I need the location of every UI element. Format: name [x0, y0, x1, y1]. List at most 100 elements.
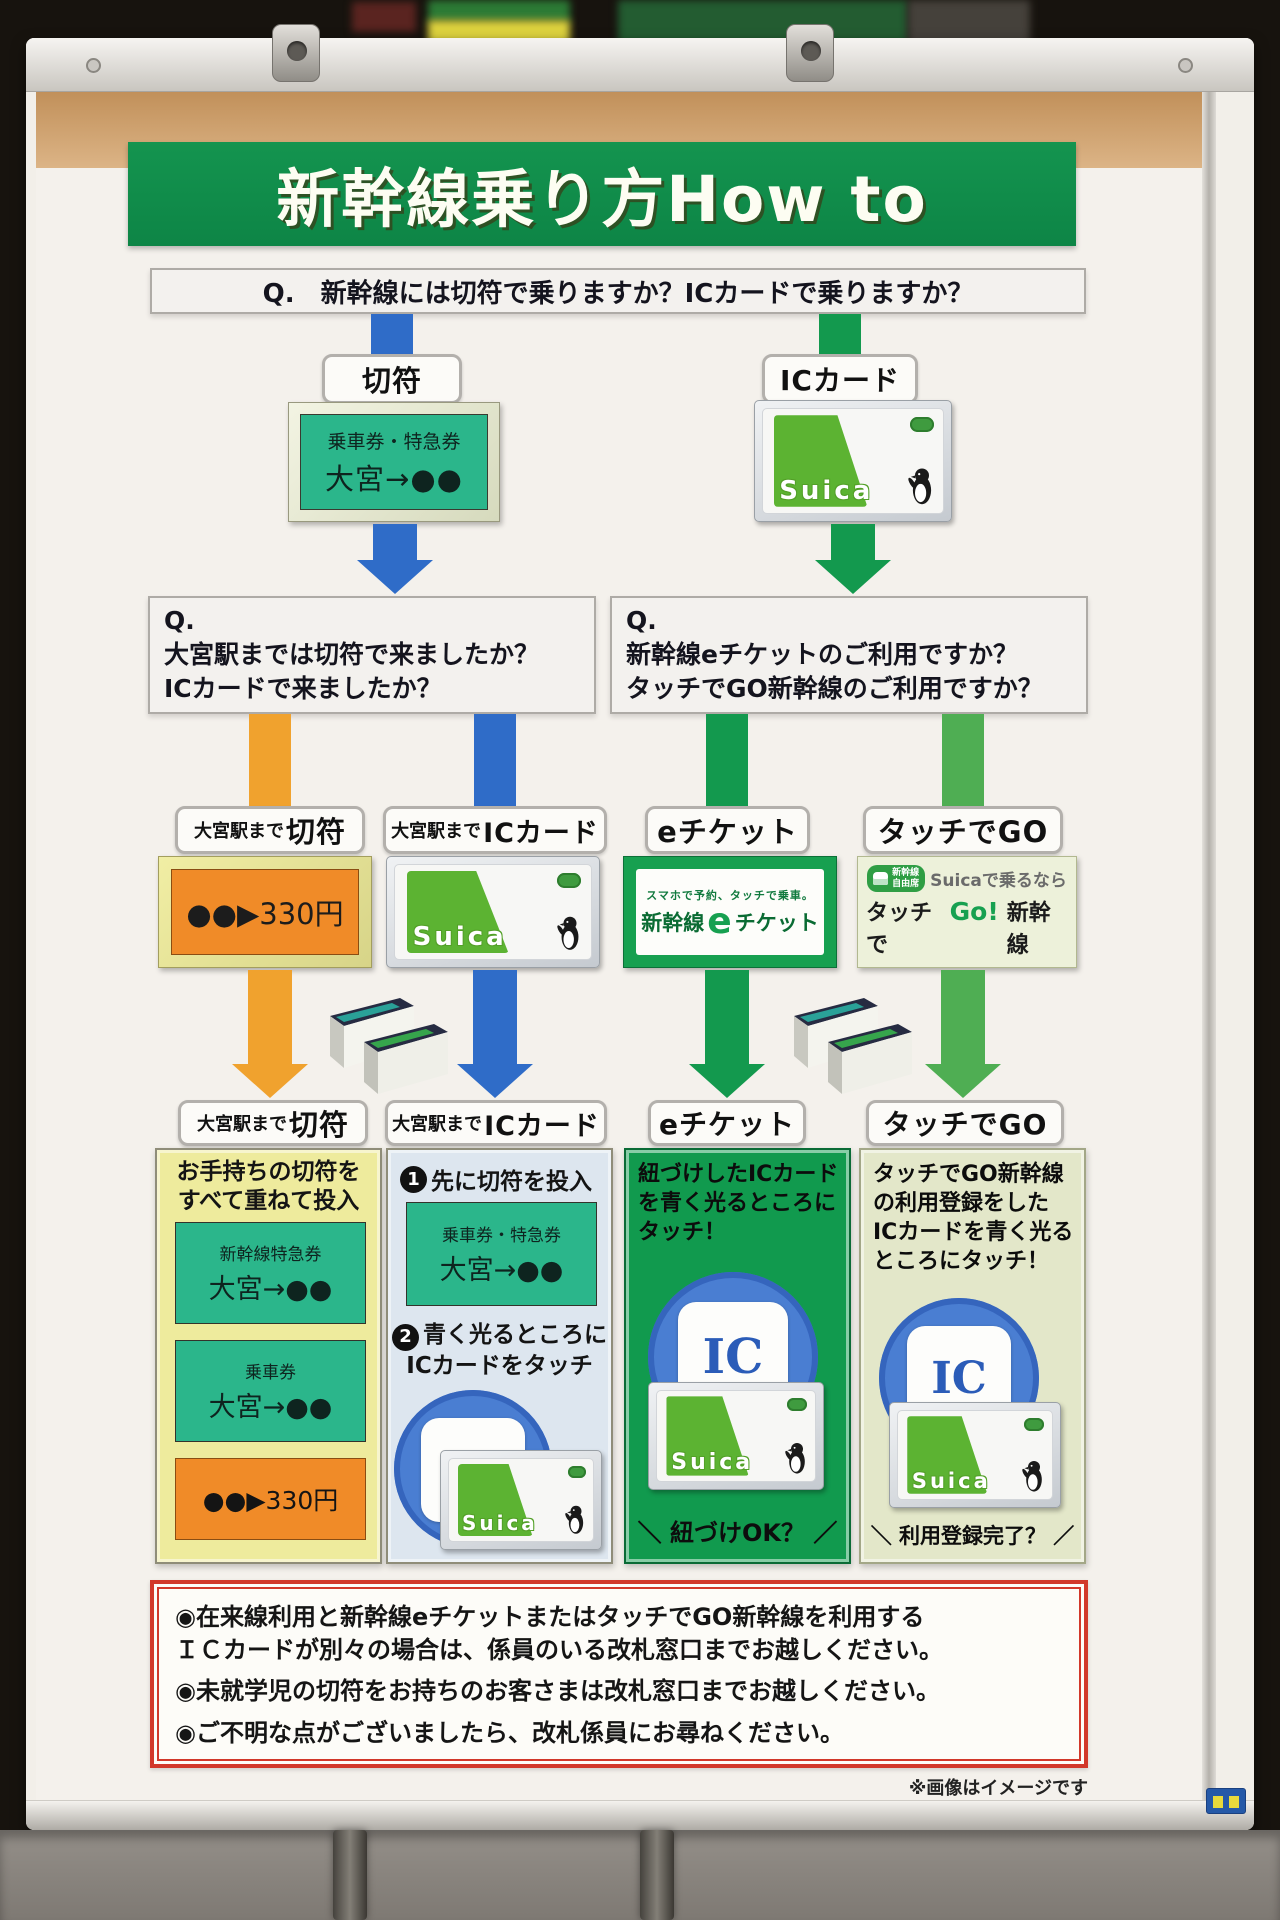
- pill-main: タッチでGO: [882, 1108, 1048, 1141]
- poster-title-bar: 新幹線乗り方How to: [128, 142, 1076, 246]
- board-screw: [1178, 58, 1193, 73]
- board-screw: [86, 58, 101, 73]
- suica-card: Suica: [889, 1402, 1061, 1508]
- pill-main: eチケット: [657, 815, 798, 849]
- inventory-tag: [1206, 1788, 1246, 1814]
- ticket-type: 乗車券・特急券: [327, 430, 461, 453]
- text-line4: ところにタッチ！: [873, 1249, 1050, 1275]
- suica-penguin-icon: [784, 1442, 805, 1474]
- badge-line2: 自由席: [892, 878, 920, 889]
- flow-stub-omiya-ticket: [249, 714, 291, 806]
- branch-pill-touchgo: タッチでGO: [863, 806, 1063, 854]
- badge-line1: 新幹線: [892, 868, 920, 879]
- result-touchgo-confirm: ＼ 利用登録完了？ ／: [870, 1524, 1075, 1548]
- ticket-card-face: 乗車券・特急券 大宮→●●: [300, 414, 488, 510]
- text-line3: タッチ！: [638, 1220, 727, 1246]
- question-2-left-box: Q. 大宮駅までは切符で来ましたか？ ICカードで来ましたか？: [148, 596, 596, 714]
- text-line2: の利用登録をした: [873, 1191, 1050, 1217]
- arrow-shaft: [941, 970, 985, 1066]
- suica-card-face: Suica: [656, 1390, 816, 1482]
- arrow-head: [357, 560, 433, 594]
- flow-arrow-ic: [815, 524, 891, 594]
- arrow-shaft: [248, 970, 292, 1066]
- train-icon: [873, 872, 889, 885]
- result-ticket-1: 新幹線特急券 大宮→●●: [175, 1222, 366, 1324]
- notice-item1-line2: ＩＣカードが別々の場合は、係員のいる改札窓口までお越しください。: [175, 1635, 943, 1664]
- suica-card: Suica: [440, 1450, 602, 1550]
- notice-item3: ◉ご不明な点がございましたら、改札係員にお尋ねください。: [175, 1718, 844, 1747]
- text-line1: タッチでGO新幹線: [873, 1162, 1064, 1187]
- ticket-gate-illustration: [794, 998, 912, 1094]
- question-2-right-line1: 新幹線eチケットのご利用ですか？: [626, 639, 1018, 669]
- suica-card-face: Suica: [897, 1410, 1053, 1500]
- flow-arrow-omiya-ic: [457, 970, 533, 1098]
- result-eticket-text: 紐づけしたICカード を青く光るところに タッチ！: [638, 1160, 838, 1247]
- step-number-badge: 2: [392, 1323, 419, 1351]
- fare-ticket-text: ●●▶330円: [171, 869, 359, 955]
- question-2-left-line2: ICカードで来ましたか？: [164, 673, 442, 703]
- branch-pill-ic: ICカード: [762, 354, 918, 404]
- arrow-shaft: [473, 970, 517, 1066]
- arrow-head: [457, 1064, 533, 1098]
- result-pill-touchgo: タッチでGO: [866, 1100, 1064, 1146]
- window-glow: [618, 0, 908, 44]
- board-top-rail: [26, 38, 1254, 92]
- arrow-head: [815, 560, 891, 594]
- flow-arrow-eticket: [689, 970, 765, 1098]
- suica-logo-icon: [557, 872, 582, 888]
- step-text: 青く光るところに: [423, 1322, 607, 1348]
- suica-card: Suica: [386, 856, 600, 968]
- arrow-head: [925, 1064, 1001, 1098]
- question-2-right-box: Q. 新幹線eチケットのご利用ですか？ タッチでGO新幹線のご利用ですか？: [610, 596, 1088, 714]
- green-sign: [428, 0, 570, 22]
- fare-ticket-card: ●●▶330円: [158, 856, 372, 968]
- touchgo-go-text: Go!: [949, 896, 999, 926]
- red-sign-glow: [352, 2, 416, 32]
- flow-stub-ticket: [371, 314, 413, 356]
- stand-leg: [333, 1830, 367, 1920]
- notice-item2: ◉未就学児の切符をお持ちのお客さまは改札窓口までお越しください。: [175, 1677, 940, 1706]
- branch-pill-eticket: eチケット: [645, 806, 810, 854]
- branch-pill-omiya-ic: 大宮駅まで ICカード: [383, 806, 607, 854]
- arrow-shaft: [705, 970, 749, 1066]
- arrow-head: [232, 1064, 308, 1098]
- suica-logo-icon: [910, 417, 934, 433]
- ticket-gate-illustration: [330, 998, 448, 1094]
- ticket-type: 新幹線特急券: [219, 1245, 322, 1265]
- heading-line2: すべて重ねて投入: [177, 1188, 360, 1215]
- result-touchgo-text: タッチでGO新幹線 の利用登録をした ICカードを青く光る ところにタッチ！: [873, 1160, 1073, 1276]
- flow-stub-eticket: [706, 714, 748, 806]
- arrow-shaft: [831, 524, 875, 562]
- result-pill-omiya-ticket: 大宮駅まで 切符: [178, 1100, 368, 1146]
- pill-main: 切符: [285, 815, 346, 849]
- result-ic-ticket: 乗車券・特急券 大宮→●●: [406, 1202, 597, 1306]
- branch-pill-ticket: 切符: [322, 354, 462, 404]
- flow-arrow-touchgo: [925, 970, 1001, 1098]
- suica-brand: Suica: [779, 475, 874, 506]
- text-line1: 紐づけしたICカード: [638, 1162, 839, 1187]
- image-disclaimer: ※画像はイメージです: [908, 1778, 1088, 1799]
- suica-brand: Suica: [911, 1468, 991, 1493]
- flow-stub-omiya-ic: [474, 714, 516, 806]
- badge-text: 新幹線 自由席: [892, 868, 919, 889]
- ticket-route: 大宮→●●: [208, 1274, 333, 1305]
- suica-penguin-icon: [557, 917, 579, 951]
- suica-penguin-icon: [908, 468, 931, 504]
- step-text: 先に切符を投入: [431, 1169, 592, 1195]
- suica-penguin-icon: [1022, 1460, 1042, 1492]
- question-2-left-line1: 大宮駅までは切符で来ましたか？: [164, 639, 540, 669]
- suica-brand: Suica: [412, 922, 507, 953]
- arrow-head: [689, 1064, 765, 1098]
- touchgo-line2-pre: タッチで: [866, 900, 933, 958]
- touchgo-promo-card: 新幹線 自由席 Suicaで乗るなら タッチで Go! 新幹線: [857, 856, 1077, 968]
- heading-line1: お手持ちの切符を: [176, 1159, 361, 1185]
- suica-card: Suica: [754, 400, 952, 522]
- pill-main: ICカード: [483, 817, 599, 849]
- result-ticket-heading: お手持ちの切符を すべて重ねて投入: [157, 1158, 380, 1217]
- poster-title: 新幹線乗り方How to: [276, 162, 928, 236]
- suica-logo-icon: [1024, 1418, 1045, 1432]
- eticket-brand: 新幹線 e チケット: [641, 903, 818, 939]
